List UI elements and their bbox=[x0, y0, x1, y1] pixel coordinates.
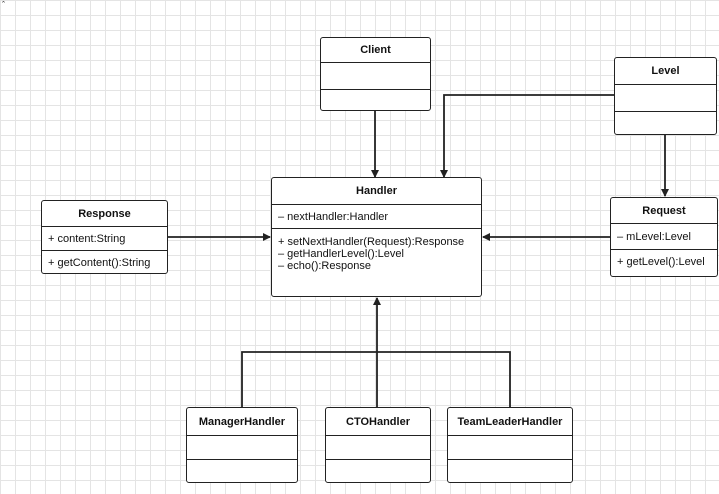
class-response-operations: + getContent():String bbox=[42, 251, 167, 273]
class-client-attributes bbox=[321, 63, 430, 90]
class-response[interactable]: Response + content:String + getContent()… bbox=[41, 200, 168, 274]
class-handler-attribute: – nextHandler:Handler bbox=[278, 211, 389, 223]
edge-teamleaderhandler-handler bbox=[377, 351, 511, 407]
class-handler-name: Handler bbox=[272, 178, 481, 205]
class-request-name: Request bbox=[611, 198, 717, 224]
class-handler-operation: – echo():Response bbox=[278, 260, 371, 272]
class-managerhandler-name: ManagerHandler bbox=[187, 408, 297, 436]
class-level-name: Level bbox=[615, 58, 716, 85]
class-level[interactable]: Level bbox=[614, 57, 717, 135]
class-request-attributes: – mLevel:Level bbox=[611, 224, 717, 250]
class-client-name: Client bbox=[321, 38, 430, 63]
edge-managerhandler-handler bbox=[241, 351, 377, 407]
edge-level-handler bbox=[440, 94, 614, 178]
class-response-name: Response bbox=[42, 201, 167, 227]
class-response-operation: + getContent():String bbox=[48, 257, 151, 269]
class-level-attributes bbox=[615, 85, 716, 112]
class-ctohandler[interactable]: CTOHandler bbox=[325, 407, 431, 483]
class-managerhandler-operations bbox=[187, 460, 297, 482]
class-handler-attributes: – nextHandler:Handler bbox=[272, 205, 481, 229]
class-client-operations bbox=[321, 90, 430, 110]
class-request-operations: + getLevel():Level bbox=[611, 250, 717, 276]
class-ctohandler-attributes bbox=[326, 436, 430, 460]
class-request-operation: + getLevel():Level bbox=[617, 256, 705, 268]
class-managerhandler-attributes bbox=[187, 436, 297, 460]
class-response-attribute: + content:String bbox=[48, 233, 126, 245]
class-handler-operations: + setNextHandler(Request):Response – get… bbox=[272, 229, 481, 296]
class-request-attribute: – mLevel:Level bbox=[617, 231, 691, 243]
class-request[interactable]: Request – mLevel:Level + getLevel():Leve… bbox=[610, 197, 718, 277]
class-managerhandler[interactable]: ManagerHandler bbox=[186, 407, 298, 483]
class-client[interactable]: Client bbox=[320, 37, 431, 111]
class-handler[interactable]: Handler – nextHandler:Handler + setNextH… bbox=[271, 177, 482, 297]
class-teamleaderhandler-operations bbox=[448, 460, 572, 482]
class-level-operations bbox=[615, 112, 716, 134]
class-handler-operation: – getHandlerLevel():Level bbox=[278, 248, 404, 260]
class-teamleaderhandler-name: TeamLeaderHandler bbox=[448, 408, 572, 436]
class-teamleaderhandler-attributes bbox=[448, 436, 572, 460]
class-ctohandler-operations bbox=[326, 460, 430, 482]
class-response-attributes: + content:String bbox=[42, 227, 167, 251]
class-teamleaderhandler[interactable]: TeamLeaderHandler bbox=[447, 407, 573, 483]
class-ctohandler-name: CTOHandler bbox=[326, 408, 430, 436]
class-handler-operation: + setNextHandler(Request):Response bbox=[278, 236, 465, 248]
corner-mark: ˆ bbox=[2, 0, 5, 10]
